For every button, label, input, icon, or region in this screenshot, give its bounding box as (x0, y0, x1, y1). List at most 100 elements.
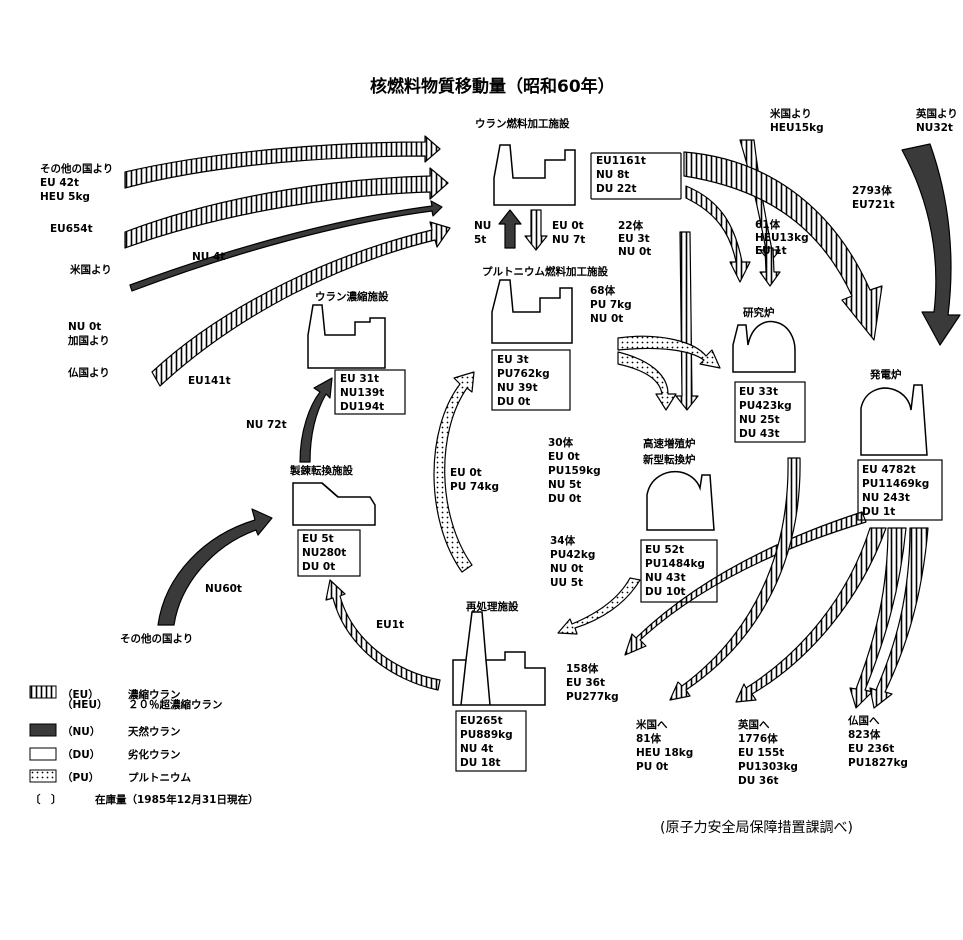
flow-label-eu0nu7: NU 7t (552, 234, 585, 246)
research-inventory-line: NU 25t (739, 414, 780, 426)
fbr-inventory-box (640, 539, 718, 603)
flow-label-to-uk: EU 155t (738, 747, 784, 759)
pufuel-to-fbr-arrow (617, 351, 677, 411)
legend-desc: 濃縮ウラン (128, 688, 181, 701)
flow-label-eu721: EU721t (852, 199, 895, 211)
legend-code: （HEU） (62, 698, 108, 711)
conversion-inventory-line: NU 8t (596, 169, 629, 181)
flow-label-30: DU 0t (548, 493, 581, 505)
legend-code: （NU） (62, 725, 100, 738)
diagram-title: 核燃料物質移動量（昭和60年） (370, 76, 615, 97)
legend-code: （PU） (62, 771, 99, 784)
legend-du-swatch (29, 747, 57, 761)
reprocessing-building-icon (452, 611, 546, 706)
research-inventory-box (734, 381, 806, 443)
pu-fuel-building-icon (491, 279, 573, 344)
flow-label-eu1: EU1t (376, 619, 404, 631)
legend-desc: 劣化ウラン (128, 748, 181, 761)
power-name: 発電炉 (869, 368, 902, 381)
flow-label-158: EU 36t (566, 677, 605, 689)
flow-label-us-from: 米国より (69, 263, 112, 276)
flow-label-research-in: HEU13kg (755, 232, 809, 244)
flow-label-us-heu: 米国より (769, 107, 812, 120)
pu-fuel-inventory-line: DU 0t (497, 396, 530, 408)
flow-label-to-us: HEU 18kg (636, 747, 693, 759)
enrichment-inventory-line: EU 31t (340, 373, 379, 385)
refining-name: 製錬転換施設 (289, 464, 353, 477)
flow-label-68: PU 7kg (590, 299, 632, 311)
conversion-name: ウラン燃料加工施設 (475, 117, 570, 130)
flow-label-other-top: EU 42t (40, 177, 79, 189)
reprocessing-inventory-line: EU265t (460, 715, 503, 727)
reprocessing-inventory-line: NU 4t (460, 743, 493, 755)
legend-desc: ２０％超濃縮ウラン (128, 698, 223, 711)
import-other-eu-arrow (124, 135, 441, 189)
flow-label-france: 仏国より (68, 367, 110, 379)
nu5-up-arrow (498, 209, 522, 249)
flow-label-nu5: 5t (474, 234, 486, 246)
flow-label-to-uk: 1776体 (738, 732, 778, 745)
flow-label-us-heu: HEU15kg (770, 122, 824, 134)
legend-code: （EU） (62, 688, 99, 701)
enrichment-building-icon (307, 304, 386, 369)
flow-label-eu0pu74: PU 74kg (450, 481, 499, 493)
conversion-inventory-line: DU 22t (596, 183, 637, 195)
flow-label-to-fr: 仏国へ (848, 715, 880, 727)
fbr-name-2: 新型転換炉 (643, 453, 696, 466)
reprocessing-inventory-line: PU889kg (460, 729, 513, 741)
research-to-us-arrow (669, 457, 801, 701)
pufuel-to-research-arrow (617, 335, 721, 369)
flow-label-to-fr: PU1827kg (848, 757, 908, 769)
flow-label-to-us: PU 0t (636, 761, 668, 773)
legend-desc: 在庫量（1985年12月31日現在） (95, 793, 258, 806)
pu-fuel-inventory-line: NU 39t (497, 382, 538, 394)
flow-label-research-in: EU 1t (755, 245, 787, 257)
fab-to-research-arrow (685, 185, 751, 283)
flow-label-22: 22体 (618, 219, 644, 232)
nu72-arrow (299, 377, 333, 463)
power-reactor-icon (860, 384, 928, 456)
legend-eu-swatch (29, 685, 57, 699)
flow-label-158: 158体 (566, 662, 599, 675)
pu-fuel-name: プルトニウム燃料加工施設 (482, 265, 608, 278)
conversion-inventory-box (590, 152, 682, 200)
research-reactor-icon (732, 320, 796, 373)
flow-label-nu60: NU60t (205, 583, 242, 595)
flow-label-34: PU42kg (550, 549, 595, 561)
nu60-arrow (157, 508, 273, 626)
fbr-inventory-line: NU 43t (645, 572, 686, 584)
legend-desc: 天然ウラン (128, 725, 181, 738)
conversion-inventory-line: EU1161t (596, 155, 646, 167)
flow-label-to-fr: 823体 (848, 728, 881, 741)
flow-label-nu5: NU (474, 220, 491, 232)
flow-label-to-uk: DU 36t (738, 775, 779, 787)
refining-inventory-box (297, 529, 361, 577)
import-france-eu141-arrow (151, 221, 451, 387)
flow-label-34: 34体 (550, 534, 576, 547)
legend-nu-swatch (29, 723, 57, 737)
reprocessing-name: 再処理施設 (466, 600, 519, 613)
flow-label-research-in: 61体 (755, 218, 781, 231)
conversion-building-icon (493, 144, 576, 206)
enrichment-inventory-line: DU194t (340, 401, 384, 413)
power-inventory-line: NU 243t (862, 492, 910, 504)
flow-label-30: PU159kg (548, 465, 601, 477)
research-inventory-line: EU 33t (739, 386, 778, 398)
fbr-name: 高速増殖炉 (643, 437, 696, 450)
research-inventory-line: DU 43t (739, 428, 780, 440)
pu-fuel-inventory-line: PU762kg (497, 368, 550, 380)
research-name: 研究炉 (743, 306, 775, 319)
refining-building-icon (292, 482, 376, 526)
pu-fuel-inventory-line: EU 3t (497, 354, 529, 366)
flow-label-22: NU 0t (618, 246, 651, 258)
legend-code: （DU） (62, 748, 100, 761)
power-inventory-line: EU 4782t (862, 464, 916, 476)
flow-label-nu4: NU 4t (192, 251, 225, 263)
eu0-down-arrow (524, 209, 548, 251)
flow-label-to-uk: PU1303kg (738, 761, 798, 773)
flow-label-canada: 加国より (67, 334, 110, 347)
source-note: (原子力安全局保障措置課調べ) (660, 819, 853, 836)
legend-code: 〔 〕 (30, 793, 62, 806)
reproc-to-pufuel-arrow (433, 371, 475, 573)
flow-label-to-fr: EU 236t (848, 743, 894, 755)
